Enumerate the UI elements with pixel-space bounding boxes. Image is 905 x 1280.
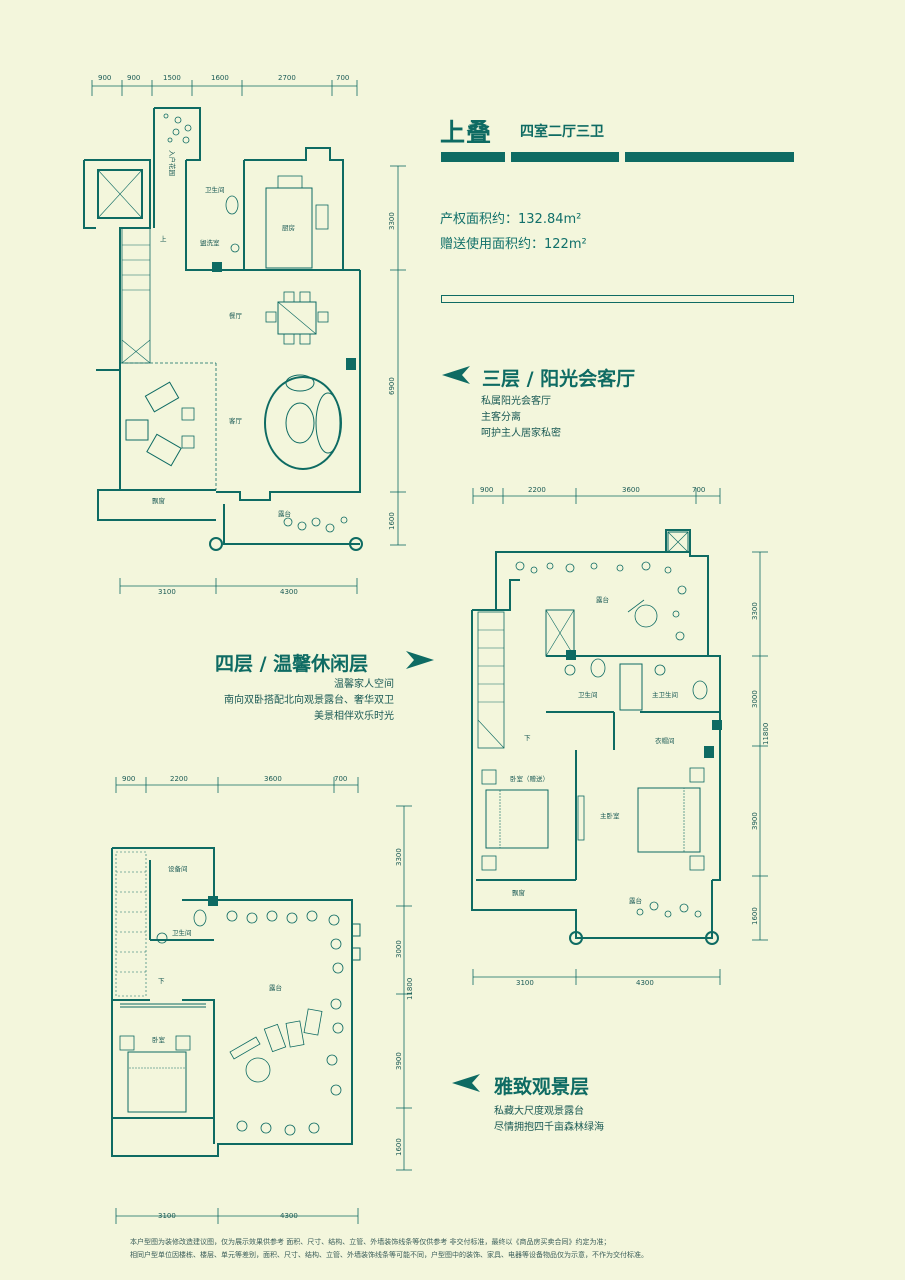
floor4-arrow-icon (406, 651, 434, 669)
floor3-top-dim: 700 (336, 74, 349, 82)
floor4-total-dim: 11800 (762, 723, 770, 745)
floor5-top-dim: 900 (122, 775, 135, 783)
floor3-arrow-icon (442, 366, 470, 384)
divider-bar (441, 295, 794, 303)
room-label: 飘窗 (152, 496, 165, 505)
floor4-top-dim: 700 (692, 486, 705, 494)
room-label: 卫生间 (172, 928, 192, 937)
floor3-top-dim: 1600 (211, 74, 229, 82)
floor5-right-dim: 3900 (395, 1052, 403, 1070)
floor5-top-dim: 700 (334, 775, 347, 783)
room-label: 餐厅 (229, 311, 243, 320)
floor3-top-dim: 1500 (163, 74, 181, 82)
floor5-plan: 900 2200 3600 700 3300 3000 3900 1600 11… (111, 775, 414, 1224)
floor3-line: 主客分离 (481, 412, 521, 423)
floor4-heading: 四层 / 温馨休闲层 (215, 653, 369, 675)
floor4-right-dim: 3300 (751, 602, 759, 620)
room-label: 衣帽间 (655, 736, 675, 745)
room-label: 下 (158, 977, 165, 985)
floor5-right-dim: 3000 (395, 940, 403, 958)
floor5-right-dim: 3300 (395, 848, 403, 866)
floor5-arrow-icon (452, 1074, 480, 1092)
floor3-line: 私属阳光会客厅 (481, 396, 551, 407)
floor5-heading: 雅致观景层 (494, 1076, 590, 1098)
floor3-bottom-dim: 4300 (280, 588, 298, 596)
floor5-bottom-dim: 3100 (158, 1212, 176, 1220)
room-label: 入户花园 (168, 150, 177, 176)
floor3-heading: 三层 / 阳光会客厅 (482, 368, 636, 390)
floor5-top-dim: 2200 (170, 775, 188, 783)
floor4-top-dim: 900 (480, 486, 493, 494)
floor5-lines: 私藏大尺度观景露台 尽情拥抱四千亩森林绿海 (494, 1104, 604, 1136)
floor3-plan: 900 900 1500 1600 2700 700 3300 6900 160… (83, 74, 406, 596)
room-label: 卧室 (152, 1035, 166, 1044)
floor3-line: 呵护主人居家私密 (481, 428, 561, 439)
room-label: 露台 (278, 509, 291, 518)
floor5-right-dim: 1600 (395, 1138, 403, 1156)
floor4-line: 南向双卧搭配北向观景露台、奢华双卫 (224, 695, 394, 706)
room-label: 设备间 (168, 864, 188, 873)
room-label: 卫生间 (578, 690, 598, 699)
room-label: 主卧室 (600, 811, 620, 820)
room-label: 客厅 (229, 416, 243, 425)
room-label: 盥洗室 (200, 238, 220, 247)
floor3-bottom-dim: 3100 (158, 588, 176, 596)
floor3-top-dim: 900 (127, 74, 140, 82)
room-label: 飘窗 (512, 888, 525, 897)
floor4-right-dim: 3000 (751, 690, 759, 708)
room-label: 卧室（赠送） (510, 774, 549, 783)
room-label: 厨房 (282, 223, 295, 232)
area-property: 产权面积约：132.84m² (440, 212, 582, 227)
title-bar (441, 152, 794, 162)
floor4-plan: 900 2200 3600 700 3300 3000 3900 1600 11… (471, 486, 770, 987)
floor3-lines: 私属阳光会客厅 主客分离 呵护主人居家私密 (481, 394, 561, 442)
floor4-lines: 温馨家人空间 南向双卧搭配北向观景露台、奢华双卫 美景相伴欢乐时光 (216, 677, 394, 725)
floor3-top-dim: 2700 (278, 74, 296, 82)
floor4-line: 美景相伴欢乐时光 (314, 711, 394, 722)
room-label: 露台 (629, 896, 642, 905)
floor5-line: 尽情拥抱四千亩森林绿海 (494, 1122, 604, 1133)
floor4-line: 温馨家人空间 (334, 679, 394, 690)
footnote-line: 相同户型单位因楼栋、楼层、单元等差别，面积、尺寸、结构、立管、外墙装饰线条等可能… (130, 1251, 648, 1259)
floor4-bottom-dim: 3100 (516, 979, 534, 987)
floor3-right-dim: 3300 (388, 212, 396, 230)
area-bonus: 赠送使用面积约：122m² (440, 237, 587, 252)
room-label: 露台 (596, 595, 609, 604)
floor5-bottom-dim: 4300 (280, 1212, 298, 1220)
floor4-bottom-dim: 4300 (636, 979, 654, 987)
floor4-top-dim: 3600 (622, 486, 640, 494)
footnote-line: 本户型图为装修改造建议图，仅为展示效果供参考 面积、尺寸、结构、立管、外墙装饰线… (130, 1238, 611, 1246)
floor5-line: 私藏大尺度观景露台 (494, 1106, 584, 1117)
plan-subtitle: 四室二厅三卫 (520, 124, 604, 140)
floor4-right-dim: 1600 (751, 907, 759, 925)
floor4-right-dim: 3900 (751, 812, 759, 830)
footnote: 本户型图为装修改造建议图，仅为展示效果供参考 面积、尺寸、结构、立管、外墙装饰线… (130, 1236, 648, 1262)
room-label: 露台 (269, 983, 282, 992)
floor3-right-dim: 6900 (388, 377, 396, 395)
room-label: 卫生间 (205, 185, 225, 194)
plan-title: 上叠 (440, 118, 493, 147)
floor4-top-dim: 2200 (528, 486, 546, 494)
floor5-total-dim: 11800 (406, 978, 414, 1000)
floor3-top-dim: 900 (98, 74, 111, 82)
room-label: 上 (160, 234, 167, 243)
room-label: 主卫生间 (652, 690, 678, 699)
floor3-right-dim: 1600 (388, 512, 396, 530)
floor5-top-dim: 3600 (264, 775, 282, 783)
room-label: 下 (524, 734, 531, 742)
